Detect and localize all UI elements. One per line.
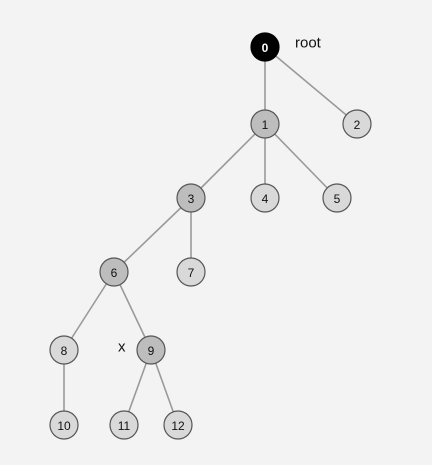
node-label-7: 7: [188, 266, 195, 280]
node-circle-9: [136, 335, 166, 365]
tree-node-11: 11: [109, 410, 139, 440]
node-label-10: 10: [57, 419, 71, 433]
node-label-0: 0: [262, 41, 269, 55]
node-circle-3: [176, 183, 206, 213]
node-label-9: 9: [148, 344, 155, 358]
node-label-4: 4: [262, 192, 269, 206]
node-label-2: 2: [354, 118, 361, 132]
tree-node-7: 7: [176, 257, 206, 287]
node-label-6: 6: [111, 266, 118, 280]
tree-node-2: 2: [342, 109, 372, 139]
marker-x-label: x: [118, 339, 126, 356]
edge-0-2: [264, 46, 358, 125]
node-circle-7: [176, 257, 206, 287]
node-circle-2: [342, 109, 372, 139]
tree-node-4: 4: [250, 183, 280, 213]
node-label-3: 3: [188, 192, 195, 206]
node-circle-12: [163, 410, 193, 440]
node-circle-10: [49, 410, 79, 440]
node-circle-8: [49, 335, 79, 365]
node-circle-4: [250, 183, 280, 213]
node-circle-5: [322, 183, 352, 213]
node-circle-1: [250, 109, 280, 139]
tree-node-1: 1: [250, 109, 280, 139]
node-circle-6: [99, 257, 129, 287]
tree-node-9: 9: [136, 335, 166, 365]
tree-node-3: 3: [176, 183, 206, 213]
tree-node-5: 5: [322, 183, 352, 213]
root-label: root: [295, 35, 322, 52]
tree-node-10: 10: [49, 410, 79, 440]
tree-node-6: 6: [99, 257, 129, 287]
tree-node-0: 0: [250, 32, 280, 62]
node-circle-0: [250, 32, 280, 62]
node-label-11: 11: [118, 419, 131, 433]
node-label-1: 1: [262, 118, 269, 132]
node-circle-11: [109, 410, 139, 440]
edges-layer: [63, 46, 358, 426]
tree-node-8: 8: [49, 335, 79, 365]
edge-1-3: [190, 123, 266, 199]
node-label-5: 5: [334, 192, 341, 206]
node-label-8: 8: [61, 344, 68, 358]
edge-3-6: [113, 197, 192, 273]
edge-6-8: [63, 271, 115, 351]
edge-1-5: [264, 123, 338, 199]
node-label-12: 12: [171, 419, 185, 433]
tree-node-12: 12: [163, 410, 193, 440]
